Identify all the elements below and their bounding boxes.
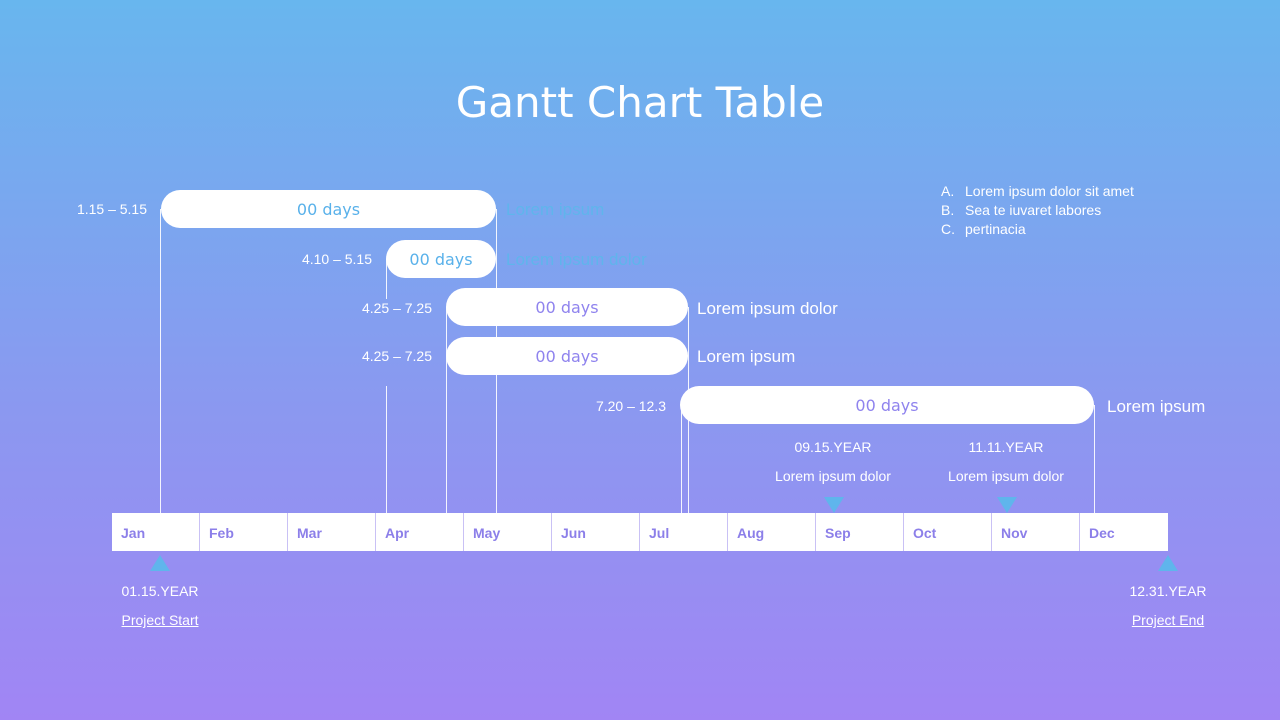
task-bar[interactable]: 00 days (386, 240, 496, 278)
notes-list: A. Lorem ipsum dolor sit amet B. Sea te iu… (941, 182, 1134, 239)
note-text: Lorem ipsum dolor sit amet (965, 183, 1134, 199)
month-cell: Sep (816, 513, 904, 551)
month-cell: Oct (904, 513, 992, 551)
project-end-link[interactable]: Project End (1131, 612, 1205, 628)
milestone-date: 11.11.YEAR (968, 439, 1044, 455)
project-end-date: 12.31.YEAR (1129, 583, 1207, 599)
month-cell: Nov (992, 513, 1080, 551)
task-bar[interactable]: 00 days (446, 337, 688, 375)
project-start-link[interactable]: Project Start (121, 612, 199, 628)
task-label: Lorem ipsum (1107, 397, 1206, 416)
milestone-date: 09.15.YEAR (794, 439, 872, 455)
connector-line (1094, 405, 1095, 513)
task-label: Lorem ipsum dolor (697, 299, 838, 318)
task-range: 4.10 – 5.15 (301, 251, 372, 267)
connector-line (386, 259, 387, 299)
task-bar[interactable]: 00 days (680, 386, 1094, 424)
task-bar[interactable]: 00 days (446, 288, 688, 326)
connector-line (681, 405, 682, 513)
connector-line (446, 307, 447, 513)
task-range: 4.25 – 7.25 (361, 300, 432, 316)
task-range: 7.20 – 12.3 (595, 398, 666, 414)
note-item: C. pertinacia (941, 220, 1134, 239)
task-label: Lorem ipsum dolor (506, 250, 647, 269)
page-title: Gantt Chart Table (455, 78, 825, 127)
note-letter: B. (941, 202, 955, 218)
connector-line (386, 386, 387, 513)
month-cell: Jun (552, 513, 640, 551)
task-range: 4.25 – 7.25 (361, 348, 432, 364)
month-cell: Jul (640, 513, 728, 551)
month-cell: May (464, 513, 552, 551)
note-item: A. Lorem ipsum dolor sit amet (941, 182, 1134, 201)
project-start-marker-icon (150, 555, 170, 571)
project-end-marker-icon (1158, 555, 1178, 571)
task-bar[interactable]: 00 days (161, 190, 496, 228)
month-cell: Feb (200, 513, 288, 551)
note-letter: C. (941, 221, 955, 237)
task-label: Lorem ipsum (697, 347, 796, 366)
milestone-marker-icon (997, 497, 1017, 513)
note-text: pertinacia (965, 221, 1026, 237)
milestone-marker-icon (824, 497, 844, 513)
note-item: B. Sea te iuvaret labores (941, 201, 1134, 220)
month-axis: Jan Feb Mar Apr May Jun Jul Aug Sep Oct … (112, 513, 1168, 551)
project-start-date: 01.15.YEAR (121, 583, 199, 599)
month-cell: Jan (112, 513, 200, 551)
month-cell: Aug (728, 513, 816, 551)
milestone-label: Lorem ipsum dolor (775, 468, 891, 484)
month-cell: Mar (288, 513, 376, 551)
note-letter: A. (941, 183, 955, 199)
month-cell: Apr (376, 513, 464, 551)
month-cell: Dec (1089, 525, 1115, 541)
task-label: Lorem ipsum (506, 200, 605, 219)
connector-line (160, 209, 161, 513)
milestone-label: Lorem ipsum dolor (948, 468, 1064, 484)
task-range: 1.15 – 5.15 (76, 201, 147, 217)
note-text: Sea te iuvaret labores (965, 202, 1102, 218)
